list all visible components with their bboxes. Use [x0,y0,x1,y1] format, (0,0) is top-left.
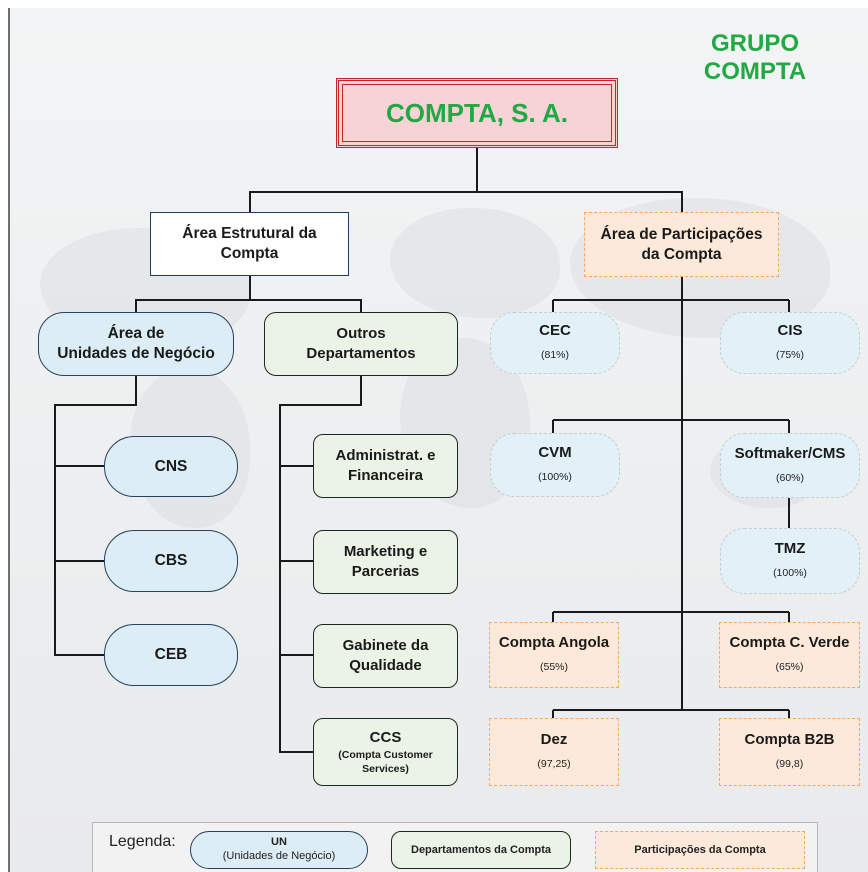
subsidiary-box: CIS (75%) [720,312,860,374]
group-title: GRUPO COMPTA [680,30,830,86]
business-units-area-box: Área de Unidades de Negócio [38,312,234,376]
other-departments-line: Departamentos [306,345,416,362]
subsidiary-box: Softmaker/CMS (60%) [720,433,860,498]
business-units-area-line: Unidades de Negócio [57,345,215,362]
business-units-area-line: Área de [107,325,165,342]
subsidiary-name: TMZ [774,540,806,557]
participation-name: Compta C. Verde [729,634,850,651]
participation-box: Compta C. Verde (65%) [719,622,860,688]
subsidiary-box: CVM (100%) [490,433,620,497]
legend-part-swatch: Participações da Compta [595,831,805,869]
other-departments-box: Outros Departamentos [264,312,458,376]
participation-share: (97,25) [537,758,571,770]
participation-share: (65%) [775,661,804,673]
company-box: COMPTA, S. A. [336,78,618,148]
department-subline: Services) [362,763,409,775]
legend-un-swatch: UN (Unidades de Negócio) [190,831,368,869]
department-line: Gabinete da [342,637,429,654]
participation-share: (99,8) [775,758,804,770]
subsidiary-share: (100%) [538,471,572,483]
subsidiary-name: CEC [539,322,571,339]
department-line: Financeira [347,467,424,484]
subsidiary-share: (100%) [773,567,807,579]
business-unit-box: CBS [104,530,238,592]
participation-box: Compta B2B (99,8) [719,718,860,786]
business-unit-name: CNS [154,457,188,475]
group-title-line: GRUPO [710,30,799,57]
participation-name: Compta B2B [744,731,835,748]
participation-box: Compta Angola (55%) [489,622,619,688]
participation-name: Dez [540,731,568,748]
subsidiary-name: CIS [777,322,803,339]
participations-area-line: da Compta [641,245,722,263]
legend-un-subtitle: (Unidades de Negócio) [222,850,336,862]
structural-area-line: Área Estrutural da [182,225,317,242]
participation-box: Dez (97,25) [489,718,619,786]
business-unit-box: CEB [104,624,238,686]
participations-area-box: Área de Participações da Compta [584,212,779,277]
legend-label: Legenda: [109,833,176,850]
legend-part-label: Participações da Compta [634,844,766,856]
participation-share: (55%) [539,661,568,673]
subsidiary-share: (81%) [540,349,569,361]
structural-area-box: Área Estrutural da Compta [150,212,349,276]
business-unit-box: CNS [104,436,238,497]
department-line: CCS [369,729,402,746]
department-subline: (Compta Customer [338,749,433,761]
subsidiary-share: (75%) [775,349,804,361]
participations-area-line: Área de Participações [600,225,763,243]
business-unit-name: CBS [154,552,188,569]
subsidiary-box: TMZ (100%) [720,528,860,594]
department-line: Administrat. e [335,447,436,464]
department-box: Gabinete da Qualidade [313,624,458,688]
department-box: CCS (Compta Customer Services) [313,718,458,786]
participation-name: Compta Angola [498,634,610,651]
legend: Legenda: UN (Unidades de Negócio) Depart… [92,822,818,872]
other-departments-line: Outros [336,325,386,342]
department-box: Marketing e Parcerias [313,530,458,594]
legend-dept-swatch: Departamentos da Compta [391,831,571,869]
structural-area-line: Compta [220,245,279,262]
department-line: Qualidade [349,657,422,674]
subsidiary-box: CEC (81%) [490,312,620,374]
legend-dept-label: Departamentos da Compta [411,844,551,856]
legend-un-title: UN [271,836,287,848]
department-line: Parcerias [351,563,420,580]
subsidiary-name: CVM [538,444,572,461]
department-box: Administrat. e Financeira [313,434,458,498]
world-map-watermark [390,208,560,318]
department-line: Marketing e [343,543,428,560]
subsidiary-share: (60%) [775,471,804,484]
business-unit-name: CEB [154,646,188,663]
group-title-line: COMPTA [703,58,807,85]
subsidiary-name: Softmaker/CMS [734,444,846,462]
company-name: COMPTA, S. A. [386,97,568,128]
